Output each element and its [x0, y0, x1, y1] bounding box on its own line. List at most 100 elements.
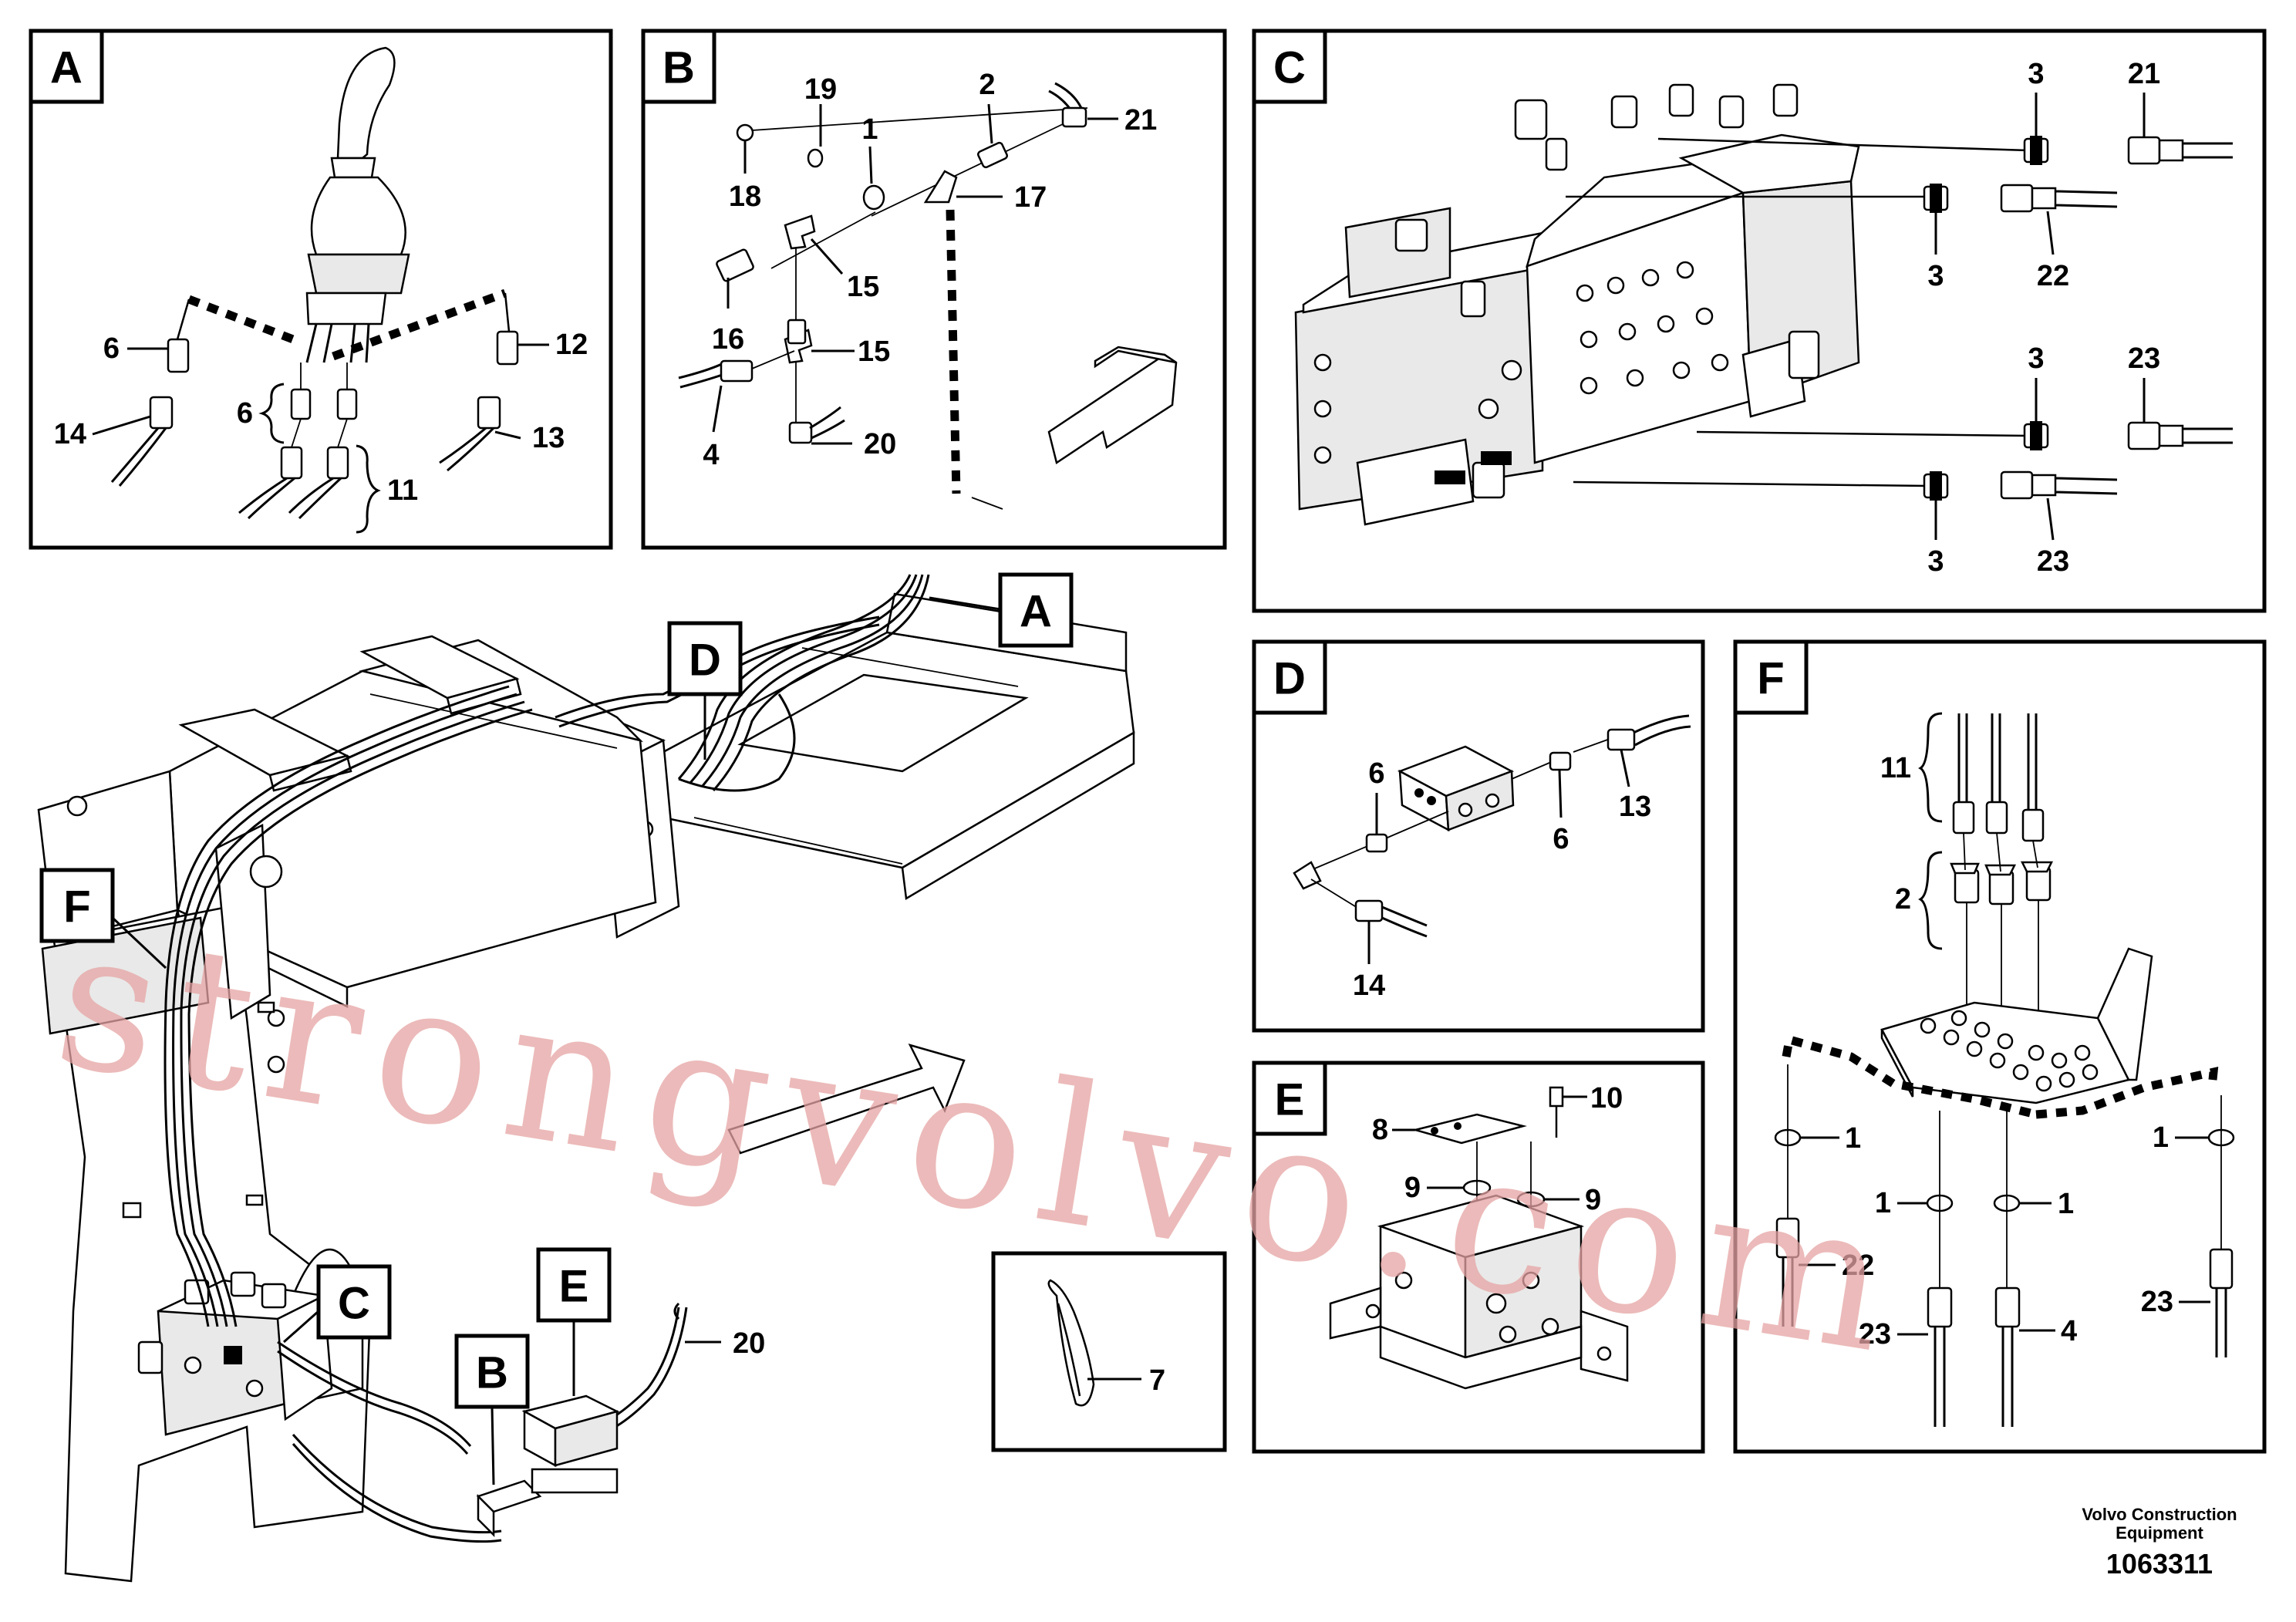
callout-c-23-bottom: 23: [2037, 545, 2069, 578]
callout-c-3-bottom-1: 3: [2028, 342, 2044, 375]
adapter-6-upper-left: [290, 388, 312, 420]
callout-b-16: 16: [712, 323, 744, 356]
callout-b-2: 2: [979, 69, 995, 101]
callout-a-13: 13: [532, 422, 565, 454]
main-tag-f-label: F: [63, 882, 90, 932]
elbow-d: [1293, 861, 1322, 890]
valve-ports: [1313, 261, 1729, 464]
panel-c: C: [1252, 29, 2267, 613]
adapter-6: [167, 338, 190, 373]
callout-f-1-center-right: 1: [2058, 1188, 2074, 1220]
callout-a-14: 14: [54, 418, 86, 450]
control-valve-illustration: [1294, 83, 1860, 526]
callout-a-6-brace: 6: [237, 397, 253, 430]
callout-c-3-bottom-2: 3: [1927, 545, 1944, 578]
washer-1: [862, 184, 885, 211]
callout-d-14: 14: [1353, 969, 1385, 1002]
callout-b-1: 1: [861, 113, 878, 146]
callout-c-3-top-2: 3: [1927, 260, 1944, 292]
callout-f-1-right: 1: [2153, 1121, 2169, 1154]
tee-15-upper: [784, 214, 816, 250]
manifold-block-d: [1397, 745, 1515, 832]
callout-7: 7: [1149, 1364, 1165, 1397]
clamp-box-frame: [991, 1251, 1227, 1452]
callout-b-15-upper: 15: [847, 271, 879, 303]
main-tag-e: [536, 1247, 612, 1323]
panel-b-tag: [641, 29, 716, 104]
callout-e-9-right: 9: [1585, 1184, 1601, 1216]
lower-blocks: [476, 1302, 680, 1538]
callout-c-21: 21: [2128, 58, 2160, 90]
panel-f-tag-label: F: [1757, 654, 1784, 704]
panel-b: B 19 2 21 18 1: [641, 29, 1227, 550]
panel-d-tag: [1252, 639, 1327, 715]
panel-e-tag-label: E: [1275, 1075, 1305, 1125]
callout-b-18: 18: [729, 180, 761, 213]
main-tag-a-label: A: [1020, 587, 1052, 637]
callout-b-21: 21: [1124, 104, 1157, 137]
footer-company-line2: Equipment: [2116, 1523, 2203, 1543]
bolt-18: [736, 123, 754, 142]
main-tag-a: [998, 572, 1074, 648]
panel-e-tag: [1252, 1061, 1327, 1136]
panel-b-tag-label: B: [663, 43, 695, 93]
hose-11-end-right: [326, 446, 349, 480]
callout-c-23-top: 23: [2128, 342, 2160, 375]
callout-d-6-left: 6: [1368, 757, 1384, 790]
panel-e: E 10 8 9 9: [1252, 1061, 1705, 1454]
callout-b-19: 19: [804, 73, 837, 106]
panel-f: F: [1733, 639, 2267, 1454]
hose-bundle: [164, 574, 930, 1543]
fitting-21: [1061, 106, 1087, 128]
callout-e-10: 10: [1590, 1082, 1623, 1114]
callout-c-3-top-1: 3: [2028, 58, 2044, 90]
main-tag-b-label: B: [476, 1348, 508, 1398]
callout-d-6-right: 6: [1553, 823, 1569, 855]
cable-cut-right: [332, 288, 507, 361]
panel-d: D 6 6 13 14: [1252, 639, 1705, 1033]
hose-end-14-d: [1354, 899, 1384, 922]
callout-f-2: 2: [1895, 883, 1911, 916]
joystick-illustration: [305, 46, 410, 363]
bracket-17: [923, 170, 958, 204]
main-view: A D F C E B 20: [37, 572, 1135, 1583]
adapter-6-upper-right: [336, 388, 358, 420]
callout-d-13: 13: [1619, 791, 1651, 823]
footer-drawing-number: 1063311: [2106, 1548, 2213, 1580]
callout-e-9-left: 9: [1404, 1172, 1421, 1204]
washer-19: [807, 148, 824, 168]
panel-a-tag: [29, 29, 104, 104]
panel-a-tag-label: A: [50, 43, 83, 93]
callout-a-6-left: 6: [103, 332, 120, 365]
perforated-bracket-f: [1880, 947, 2153, 1104]
callout-a-12: 12: [555, 329, 588, 361]
panel-c-tag-label: C: [1273, 43, 1306, 93]
bracket-cut: [946, 209, 961, 494]
callout-f-4: 4: [2061, 1315, 2077, 1347]
hose-end-13-d: [1607, 728, 1636, 751]
main-tag-b: [454, 1334, 530, 1409]
main-tag-f: [39, 868, 115, 943]
main-tag-e-label: E: [559, 1262, 589, 1312]
footer-company-line1: Volvo Construction: [2082, 1505, 2237, 1524]
main-tag-d: [667, 621, 743, 696]
callout-b-15-lower: 15: [858, 336, 890, 368]
adapter-2: [977, 141, 1008, 169]
panel-f-tag: [1733, 639, 1809, 715]
callout-f-1-center-left: 1: [1875, 1187, 1891, 1219]
callout-b-17: 17: [1014, 181, 1047, 214]
callout-f-11: 11: [1880, 752, 1911, 784]
callout-a-11: 11: [387, 474, 418, 507]
hose-11-end-left: [280, 446, 303, 480]
adapter-12: [496, 330, 519, 366]
panel-d-tag-label: D: [1273, 654, 1306, 704]
panel-d-frame: [1252, 639, 1705, 1033]
hose-end-13: [477, 396, 501, 430]
adapter-15-lower: [787, 319, 807, 345]
valve-spools: [1394, 83, 1820, 499]
panel-c-tag: [1252, 29, 1327, 104]
main-tag-c: [316, 1264, 392, 1340]
fittings-lower-row: [1923, 421, 2233, 501]
hose-end-14: [149, 396, 174, 430]
